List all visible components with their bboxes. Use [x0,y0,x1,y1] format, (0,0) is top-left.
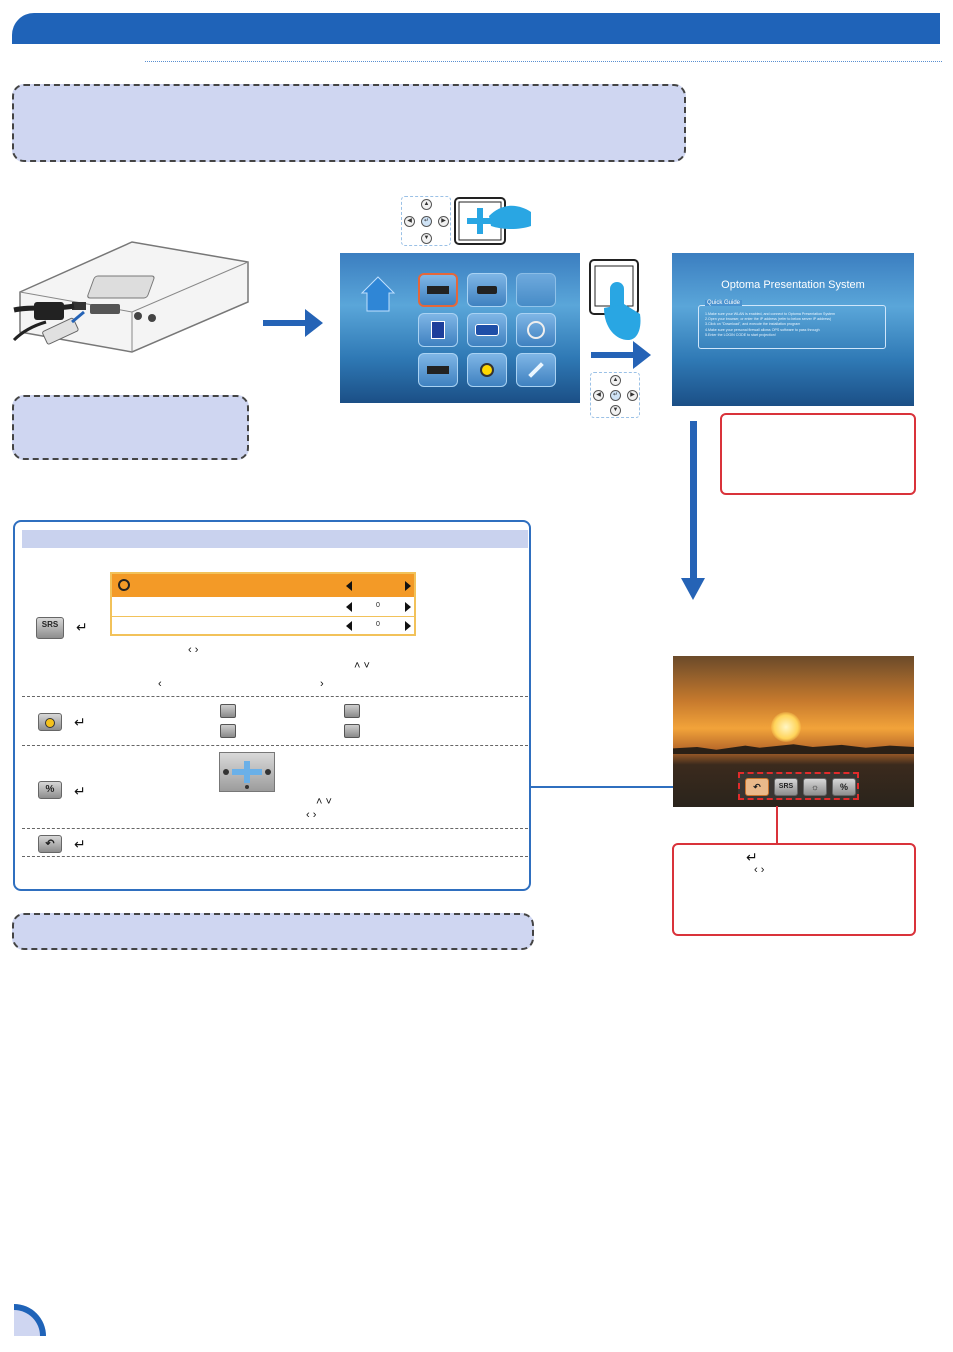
left-right-glyph: ‹ › [306,809,317,821]
skyline [673,744,914,754]
srs-logo-icon [118,579,130,591]
guide-step-4: 4.Make sure your personal firewall allow… [705,327,820,332]
flow-arrow-1-head [305,309,323,337]
up-down-glyph: ˄ ˅ [316,796,332,808]
search-icon [527,321,545,339]
av-icon [480,363,494,377]
movie-mode-icon [344,724,360,738]
photo-mode-icon [220,724,236,738]
back-button[interactable]: ↶ [38,835,62,853]
quick-guide-box: Quick Guide 1.Make sure your WLAN is ena… [698,300,886,349]
vga-tile[interactable] [467,313,507,347]
hdmi-icon [477,286,497,294]
pointer-line [776,806,778,844]
srs-button[interactable]: SRS [36,617,64,639]
srs-row-3-value: 0 [376,621,380,628]
srs-row-2-value: 0 [376,602,380,609]
brightness-button[interactable] [38,713,62,731]
wrench-icon [528,362,544,378]
quick-keystone-button[interactable]: % [832,778,856,796]
enter-icon: ↵ [74,836,86,852]
header-dotted-rule [145,61,942,62]
quick-menu-bar: ↶ SRS ☼ % [738,772,859,800]
bright-mode-icon [220,704,236,718]
guide-step-3: 3.Click on "Download", and execute the i… [705,322,801,327]
left-right-glyph: ‹ › [188,644,199,656]
back-arrow-icon: ↶ [45,838,55,850]
keystone-adjust-graphic [219,752,275,792]
vga-icon [475,324,499,336]
search-tile[interactable] [516,313,556,347]
home-menu-screen [340,253,580,403]
enter-icon: ↵ [74,783,86,799]
page-corner-marker [14,1304,46,1336]
srs-menu: 0 0 [110,572,416,636]
usb-tile[interactable] [418,273,458,307]
srs-menu-row-2[interactable]: 0 [112,598,414,617]
quick-back-button[interactable]: ↶ [745,778,769,796]
quick-menu-note-box: ↵ ‹ › [672,843,916,936]
enter-icon: ↵ [746,849,758,865]
quick-srs-button[interactable]: SRS [774,778,798,796]
top-note-box [12,84,686,162]
right-glyph: › [320,678,324,690]
left-right-glyph: ‹ › [754,864,765,876]
enter-icon: ↵ [76,619,88,635]
guide-step-5: 5.Enter the LOGIN CODE to start projecti… [705,332,776,337]
ops-note-box [720,413,916,495]
touchpad-swipe-icon [453,196,533,246]
guide-step-1: 1.Make sure your WLAN is enabled, and co… [705,312,836,316]
connector-line [531,786,741,788]
usb-storage-tile[interactable] [418,353,458,387]
ops-title: Optoma Presentation System [721,279,865,291]
sd-card-icon [431,321,445,339]
flow-arrow-down-head [681,578,705,600]
page-header-bar [12,13,940,44]
hdmi-tile[interactable] [467,273,507,307]
enter-icon: ↵ [74,714,86,730]
dpad-icon-2: ▲ ▼ ◀ ▶ ↵ [590,372,640,418]
flow-arrow-2 [591,352,635,358]
up-down-glyph: ˄ ˅ [354,660,370,672]
settings-panel-header [22,530,528,548]
quick-guide-title: Quick Guide [705,300,743,306]
bottom-note-box [12,913,534,950]
keystone-button[interactable]: % [38,781,62,799]
usb-storage-icon [427,366,449,374]
projector-illustration [12,240,252,360]
av-tile[interactable] [467,353,507,387]
left-glyph: ‹ [158,678,162,690]
srs-menu-row-3[interactable]: 0 [112,617,414,635]
flow-arrow-2-head [633,341,651,369]
srs-menu-row-selected[interactable] [112,574,414,597]
keystone-icon: % [45,784,55,795]
dpad-icon: ▲ ▼ ◀ ▶ ↵ [401,196,451,246]
blank-tile[interactable] [516,273,556,307]
side-note-box [12,395,249,460]
usb-icon [427,286,449,294]
settings-tile[interactable] [516,353,556,387]
srs-button-label: SRS [41,620,59,629]
guide-step-2: 2.Open your browser, or enter the IP add… [705,317,832,322]
quick-guide-steps: 1.Make sure your WLAN is enabled, and co… [705,312,883,338]
flow-arrow-down [690,421,697,581]
touchpad-tap-icon [588,258,644,342]
home-icon [360,275,396,313]
ops-screen: Optoma Presentation System Quick Guide 1… [672,253,914,406]
sd-tile[interactable] [418,313,458,347]
pc-mode-icon [344,704,360,718]
sun [771,712,801,742]
brightness-icon [45,718,55,728]
flow-arrow-1 [263,320,307,326]
quick-brightness-button[interactable]: ☼ [803,778,827,796]
